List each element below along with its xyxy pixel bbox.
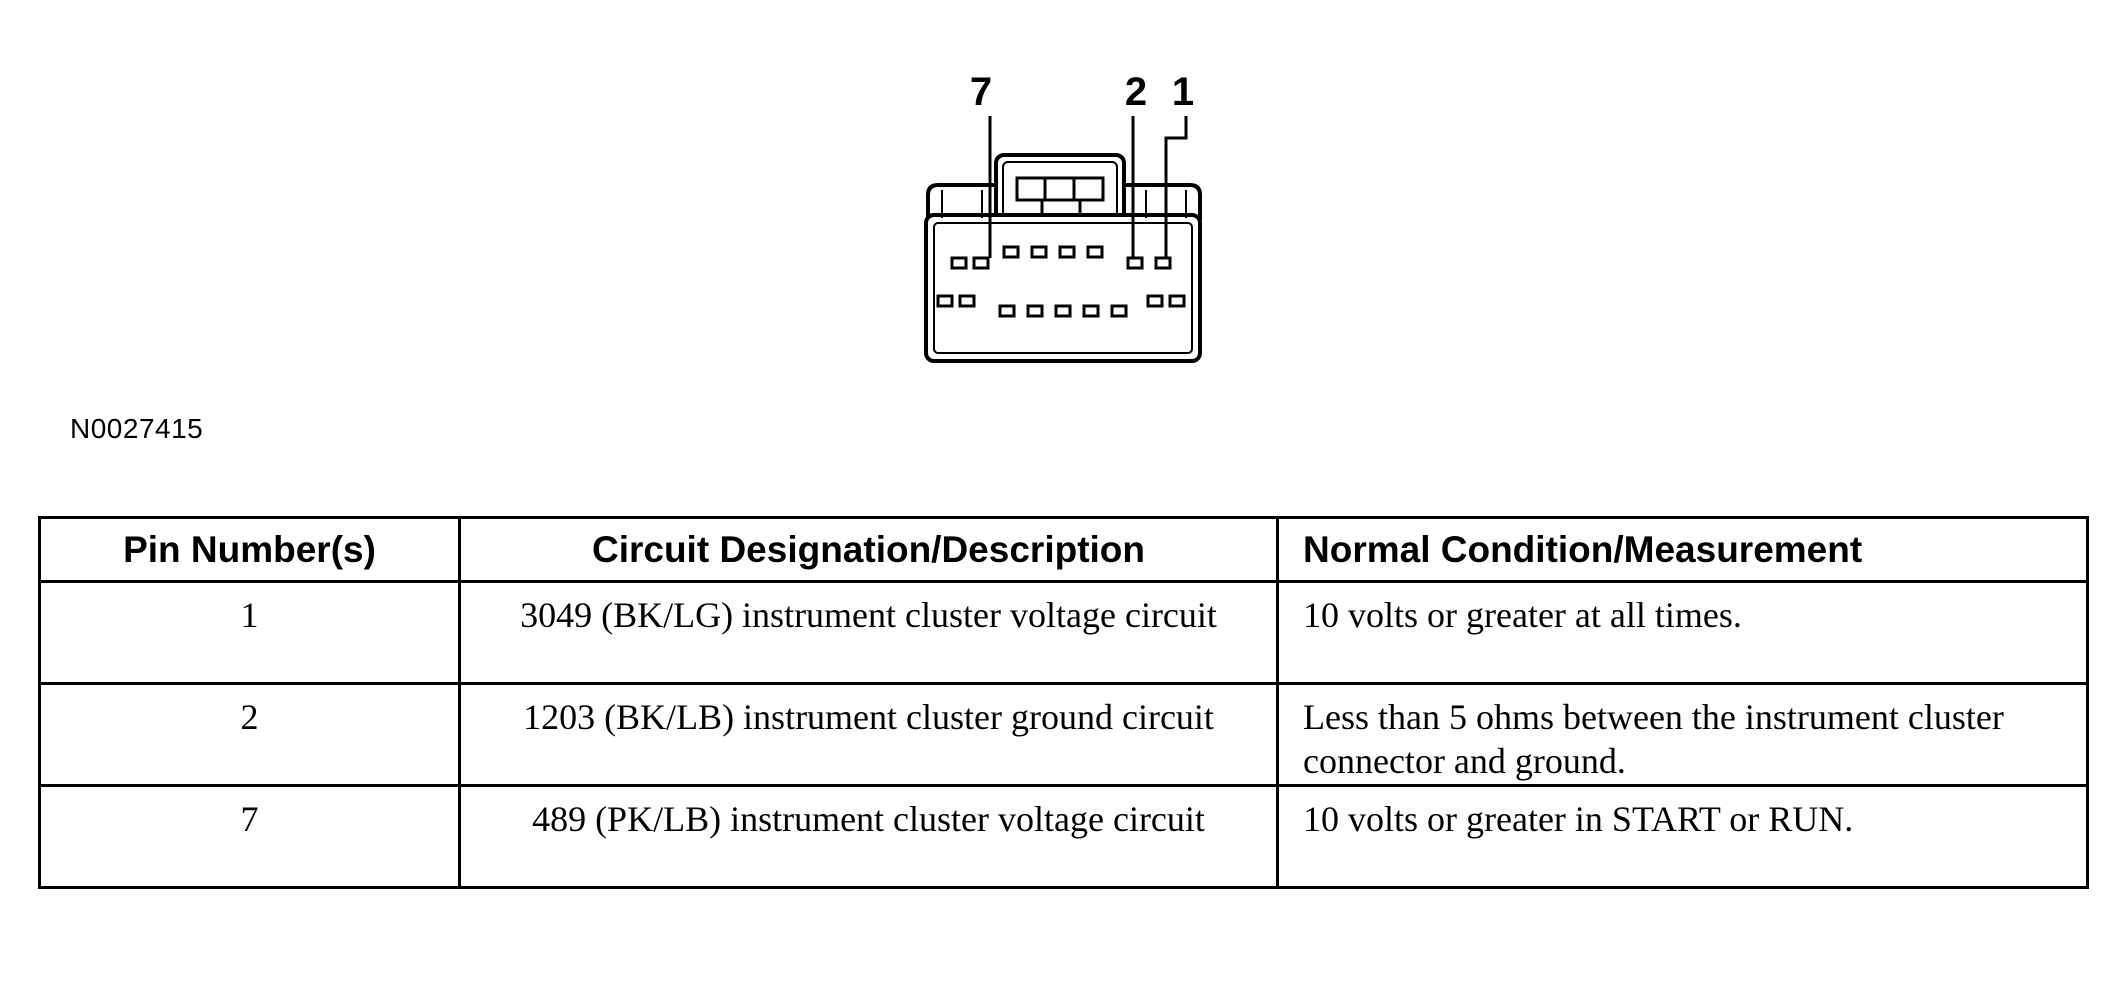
condition-cell: Less than 5 ohms between the instrument … xyxy=(1276,682,2089,787)
column-header-circuit: Circuit Designation/Description xyxy=(458,516,1279,583)
pin-cell: 1 xyxy=(38,580,461,685)
pin-cell: 7 xyxy=(38,784,461,889)
circuit-cell: 1203 (BK/LB) instrument cluster ground c… xyxy=(458,682,1279,787)
pin-leader-lines xyxy=(988,116,1188,258)
table-row: 1 3049 (BK/LG) instrument cluster voltag… xyxy=(38,580,2089,685)
pin-cell: 2 xyxy=(38,682,461,787)
connector-diagram: 7 2 1 xyxy=(924,70,1202,363)
table-row: 7 489 (PK/LB) instrument cluster voltage… xyxy=(38,784,2089,889)
column-header-condition: Normal Condition/Measurement xyxy=(1276,516,2089,583)
pin-label-2: 2 xyxy=(1125,70,1147,114)
column-header-pin: Pin Number(s) xyxy=(38,516,461,583)
condition-cell: 10 volts or greater in START or RUN. xyxy=(1276,784,2089,889)
circuit-cell: 489 (PK/LB) instrument cluster voltage c… xyxy=(458,784,1279,889)
pin-label-1: 1 xyxy=(1172,70,1194,114)
pin-cavities xyxy=(936,245,1186,318)
pinout-table: Pin Number(s) Circuit Designation/Descri… xyxy=(38,516,2089,889)
table-row: 2 1203 (BK/LB) instrument cluster ground… xyxy=(38,682,2089,787)
table-header-row: Pin Number(s) Circuit Designation/Descri… xyxy=(38,516,2089,583)
condition-cell: 10 volts or greater at all times. xyxy=(1276,580,2089,685)
figure-id: N0027415 xyxy=(70,413,204,444)
pin-label-7: 7 xyxy=(970,70,992,114)
circuit-cell: 3049 (BK/LG) instrument cluster voltage … xyxy=(458,580,1279,685)
